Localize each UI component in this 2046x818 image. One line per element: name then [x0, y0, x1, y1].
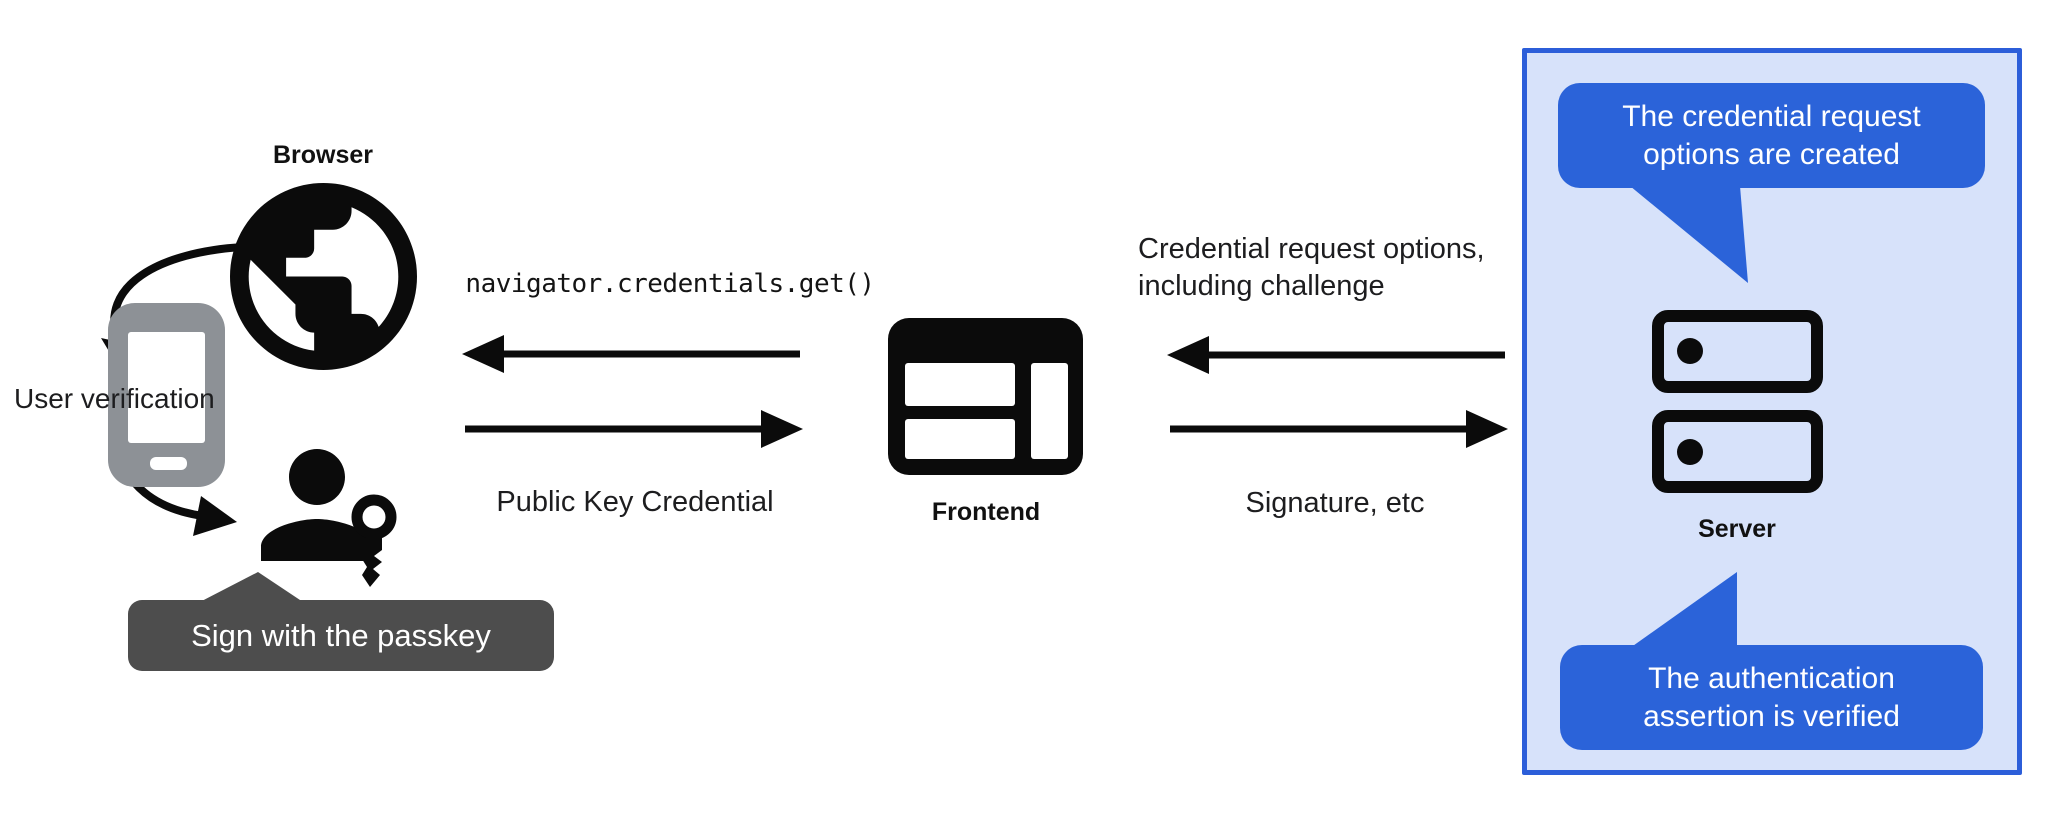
frontend-to-browser-arrow: [462, 335, 800, 373]
sign-with-passkey-tooltip: Sign with the passkey: [128, 600, 554, 671]
tooltip-pointer: [196, 572, 306, 604]
browser-window-icon: [888, 318, 1083, 475]
server-label: Server: [1698, 515, 1776, 543]
frontend-to-server-arrow: [1170, 410, 1508, 448]
passkey-key-icon: [351, 494, 397, 587]
credential-request-created-bubble: The credential request options are creat…: [1558, 83, 1985, 188]
server-stack-icon: [1652, 310, 1823, 493]
assertion-verified-bubble-text: The authentication assertion is verified: [1643, 661, 1900, 733]
server-to-frontend-arrow: [1167, 336, 1505, 374]
sign-with-passkey-tooltip-text: Sign with the passkey: [191, 617, 491, 653]
smartphone-authenticator-icon: [108, 303, 225, 487]
bubble-bottom-tail: [1630, 572, 1737, 648]
assertion-verified-bubble: The authentication assertion is verified: [1560, 645, 1983, 750]
signature-label: Signature, etc: [1245, 487, 1425, 519]
browser-label: Browser: [272, 141, 374, 169]
globe-browser-icon: [230, 183, 417, 370]
credential-request-options-label: Credential request options, including ch…: [1138, 233, 1485, 302]
bubble-top-tail: [1630, 186, 1748, 283]
user-verification-label: User verification: [14, 383, 215, 414]
person-with-passkey-icon: [261, 449, 373, 561]
credential-request-created-bubble-text: The credential request options are creat…: [1622, 99, 1921, 171]
public-key-credential-label: Public Key Credential: [496, 486, 774, 518]
credentials-get-code-label: navigator.credentials.get(): [465, 269, 875, 299]
frontend-label: Frontend: [931, 498, 1041, 526]
browser-to-frontend-arrow: [465, 410, 803, 448]
